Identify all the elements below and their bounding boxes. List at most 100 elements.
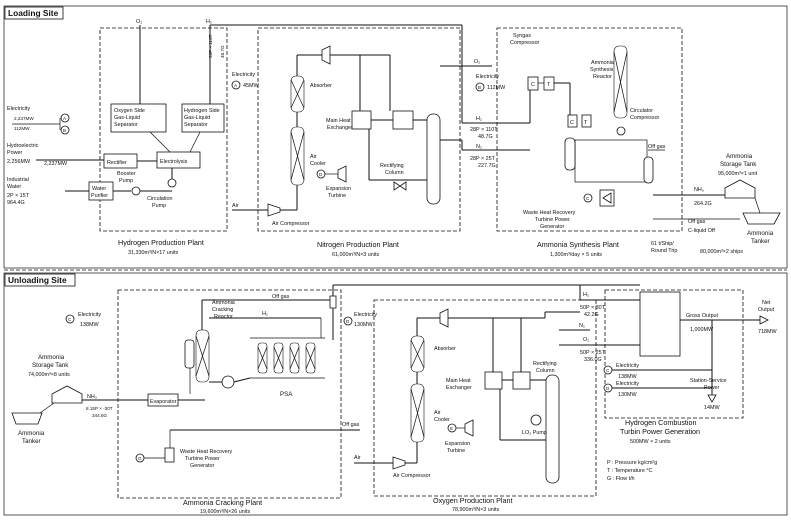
crack-elec-val: 138MW	[80, 322, 99, 328]
elec-marker-b-text: B	[63, 128, 66, 133]
electrolysis-unit	[156, 151, 201, 169]
turb-elec1-val: 138MW	[618, 374, 637, 380]
o2-expansion-label1: Expansion	[445, 441, 470, 447]
legend-pressure: P : Pressure kg/cm²g	[607, 460, 657, 466]
crack-g-marker-text: G	[138, 456, 142, 461]
turb-d-marker-text: D	[606, 386, 610, 391]
o2-subcooler-box	[512, 371, 531, 390]
o2-electricity-label: Electricity	[354, 312, 377, 318]
h2-plant-title: Hydrogen Production Plant	[118, 238, 204, 247]
off-gas-knockout-icon	[329, 295, 337, 309]
crack-plant-boundary	[117, 289, 342, 499]
cracking-label1: Ammonia	[212, 300, 235, 306]
cracking-hx-icon	[221, 375, 235, 389]
water-sub: Water	[7, 184, 21, 190]
hydro-val2: 2,237MW	[44, 161, 68, 167]
cracking-burner-icon	[184, 339, 195, 369]
h2-feed-cond2: 48.7G	[478, 134, 493, 140]
o2-plant-boundary	[373, 299, 597, 497]
n2-plant-title: Nitrogen Production Plant	[317, 240, 399, 249]
turbine-capacity: 500MW × 2 units	[630, 439, 671, 445]
unloading-storage-label1: Ammonia	[38, 354, 65, 361]
hydro-val: 2,256MW	[7, 159, 31, 165]
crack-elec-c-icon	[65, 314, 75, 324]
n2-electricity-label: Electricity	[232, 72, 255, 78]
nh3-elec-b-icon	[475, 82, 485, 92]
net-output-label1: Net	[762, 300, 771, 306]
elec-marker-a-icon	[60, 113, 70, 123]
o2-vent-label: O₂	[136, 19, 142, 25]
o2-elec-val: 130MW	[354, 322, 373, 328]
rectifying-label1: Rectifying	[380, 163, 404, 169]
h2-sep-line3: Separator	[184, 122, 208, 128]
air-cooler-label1: Air	[310, 154, 317, 160]
crack-air-label: Air	[354, 455, 361, 461]
elec-marker-b-icon	[60, 125, 70, 135]
circulator-label1: Circulator	[630, 108, 653, 114]
syngas-t-text: T	[547, 82, 551, 88]
rectifier-label: Rectifier	[107, 160, 127, 166]
n2-elec-a-icon	[231, 80, 241, 90]
expansion-label2: Turbine	[328, 193, 346, 199]
legend-temperature: T : Temperature °C	[607, 468, 653, 474]
cracking-label2: Cracking	[212, 307, 233, 313]
nh3-elec-val: 112MW	[487, 85, 506, 91]
h2-sep-line1: Hydrogen Side	[184, 108, 220, 114]
nh3-feed-cond2: 344.8G	[92, 413, 107, 418]
subcooler-box	[392, 110, 414, 130]
water-purifier-label1: Water	[92, 186, 106, 192]
synthesis-loop	[574, 139, 648, 183]
o2-main-hx-label2: Exchanger	[446, 385, 472, 391]
water-pt: 2P × 15T	[7, 193, 30, 199]
main-hx-label2: Exchanger	[327, 125, 353, 131]
water-label: Industrial	[7, 177, 29, 183]
circulator-t-text: T	[584, 120, 588, 126]
syngas-label1: Syngas	[513, 33, 531, 39]
loading-site-tab	[4, 6, 64, 20]
cracking-label3: Reactor	[214, 314, 233, 320]
h2-plant-boundary	[99, 27, 228, 232]
booster-pump-icon	[131, 186, 141, 196]
turb-h2-cond2: 42.2G	[584, 312, 599, 318]
circulation-pump-icon	[167, 178, 177, 188]
psa-vessel-1-pack	[257, 346, 268, 370]
loading-tanker-label3: 80,000m³×2 ships	[700, 249, 743, 255]
gross-output-val: 1,000MW	[690, 327, 714, 333]
n2-plant-capacity: 61,000m³/N×3 units	[332, 252, 379, 258]
o2-air-cooler-packing	[410, 388, 425, 438]
main-hx-label1: Main Heat	[326, 118, 351, 124]
o2-main-hx-box	[484, 371, 503, 390]
reactor-internals	[613, 51, 628, 113]
turb-elec2-val: 130MW	[618, 392, 637, 398]
loop-separator	[564, 137, 576, 171]
syngas-label2: Compressor	[510, 40, 540, 46]
loading-tanker-label2: Tanker	[751, 238, 770, 245]
turbine-plant-boundary	[604, 289, 744, 419]
turb-o2-cond1: 50P × 25T	[580, 350, 606, 356]
o2-absorber-packing	[410, 339, 425, 369]
n2-elec-val: 45MW	[243, 83, 259, 89]
electrolysis-o2-link	[149, 131, 171, 153]
nh3-c-marker-text: C	[586, 196, 590, 201]
turb-h2-cond1: 50P × 30T	[580, 305, 606, 311]
absorber-label: Absorber	[310, 83, 332, 89]
nh3-o2-label: O₂	[474, 59, 480, 65]
o2-rectifying-column	[545, 374, 560, 484]
o2-elec-d-icon	[343, 316, 353, 326]
unloading-tanker-icon	[11, 412, 43, 425]
o2-rectifying-label2: Column	[536, 368, 555, 374]
nh3-off-gas2-label: Off gas	[688, 219, 706, 225]
c-liquid-label: C-liquid Off	[688, 228, 715, 234]
turb-c-marker-icon	[603, 365, 613, 375]
nh3-waste-label3: Generator	[540, 224, 564, 230]
o2-expansion-turbine-icon	[464, 419, 474, 437]
h2-vert-cond2: 48.7G	[220, 45, 225, 58]
turb-o2-cond2: 336.0G	[584, 357, 602, 363]
nh3-waste-heat-turbine-icon	[602, 192, 612, 204]
main-hx-box	[351, 110, 372, 130]
nh3-feed-cond1: 8.15P × -30T	[86, 406, 113, 411]
net-output-val: 718MW	[758, 329, 777, 335]
turbine-title1: Hydrogen Combustion	[625, 418, 697, 427]
nh3-waste-label2: Turbine Power	[535, 217, 570, 223]
hydro-label: Hydroelectric	[7, 143, 39, 149]
